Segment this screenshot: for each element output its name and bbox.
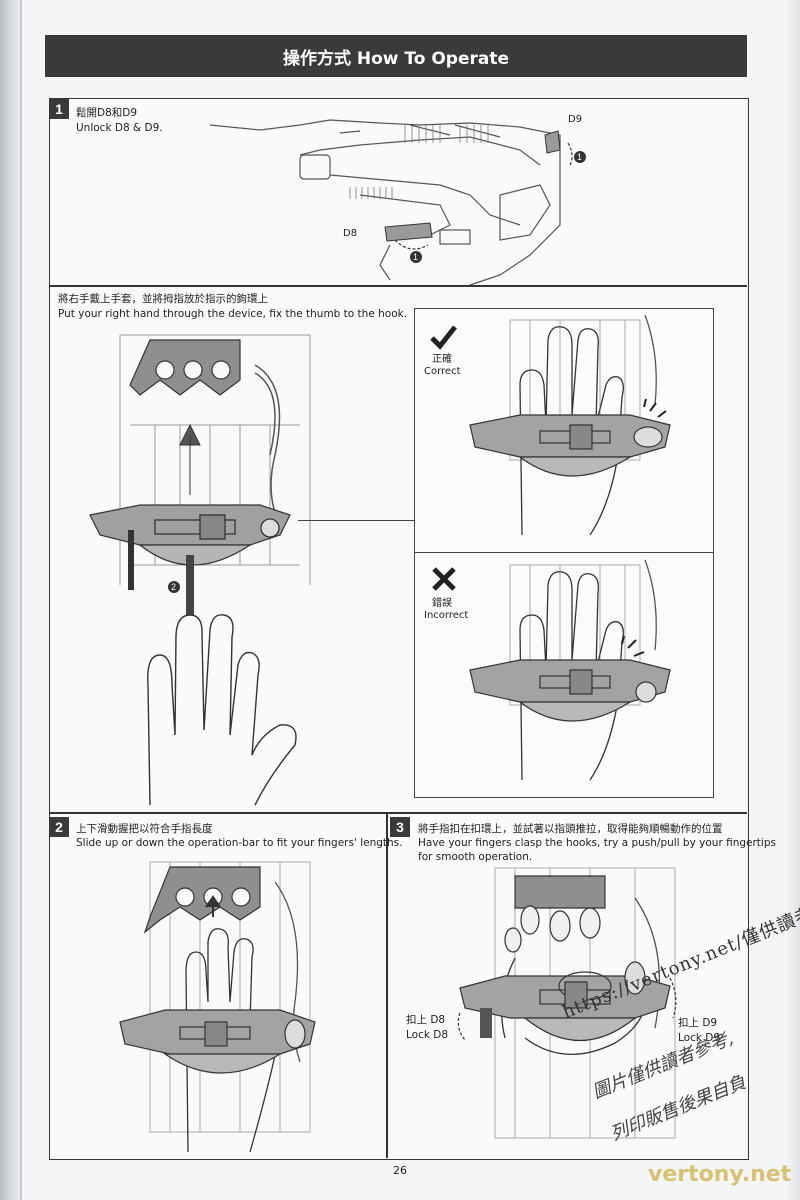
check-icon [428, 322, 458, 352]
connector-line [298, 520, 414, 521]
cross-icon [430, 565, 460, 595]
svg-text:1: 1 [577, 152, 582, 162]
hand-instruction-zh: 將右手戴上手套，並將拇指放於指示的鉤環上 [58, 292, 268, 306]
page-title-text: 操作方式 How To Operate [283, 44, 509, 69]
step-3-title-en-2: for smooth operation. [418, 850, 532, 864]
step-1-device-illustration: 1 1 [0, 95, 800, 295]
lock-d9-zh: 扣上 D9 [678, 1016, 717, 1030]
hand-insert-illustration: 2 [80, 325, 410, 815]
correct-hand-illustration [460, 315, 700, 545]
lock-d8-en: Lock D8 [406, 1028, 448, 1042]
step-3-title-en-1: Have your fingers clasp the hooks, try a… [418, 836, 776, 850]
step-2-badge: 2 [49, 817, 69, 837]
svg-text:1: 1 [413, 252, 418, 262]
correct-label-en: Correct [424, 365, 461, 379]
step-2-illustration [110, 862, 350, 1152]
lock-d8-zh: 扣上 D8 [406, 1013, 445, 1027]
d9-label: D9 [568, 113, 582, 127]
step-2-title-en: Slide up or down the operation-bar to fi… [76, 836, 402, 850]
incorrect-hand-illustration [460, 560, 700, 790]
d8-label: D8 [343, 227, 357, 241]
marker-2: 2 [171, 582, 176, 592]
step-3-badge: 3 [390, 817, 410, 837]
step-3-title-zh: 將手指扣在扣環上，並試著以指頭推拉，取得能夠順暢動作的位置 [418, 822, 723, 836]
hand-instruction-en: Put your right hand through the device, … [58, 307, 407, 321]
page-title: 操作方式 How To Operate [45, 35, 747, 77]
divider-vertical [386, 812, 388, 1158]
step-2-title-zh: 上下滑動握把以符合手指長度 [76, 822, 213, 836]
watermark-site: vertony.net [648, 1162, 791, 1187]
